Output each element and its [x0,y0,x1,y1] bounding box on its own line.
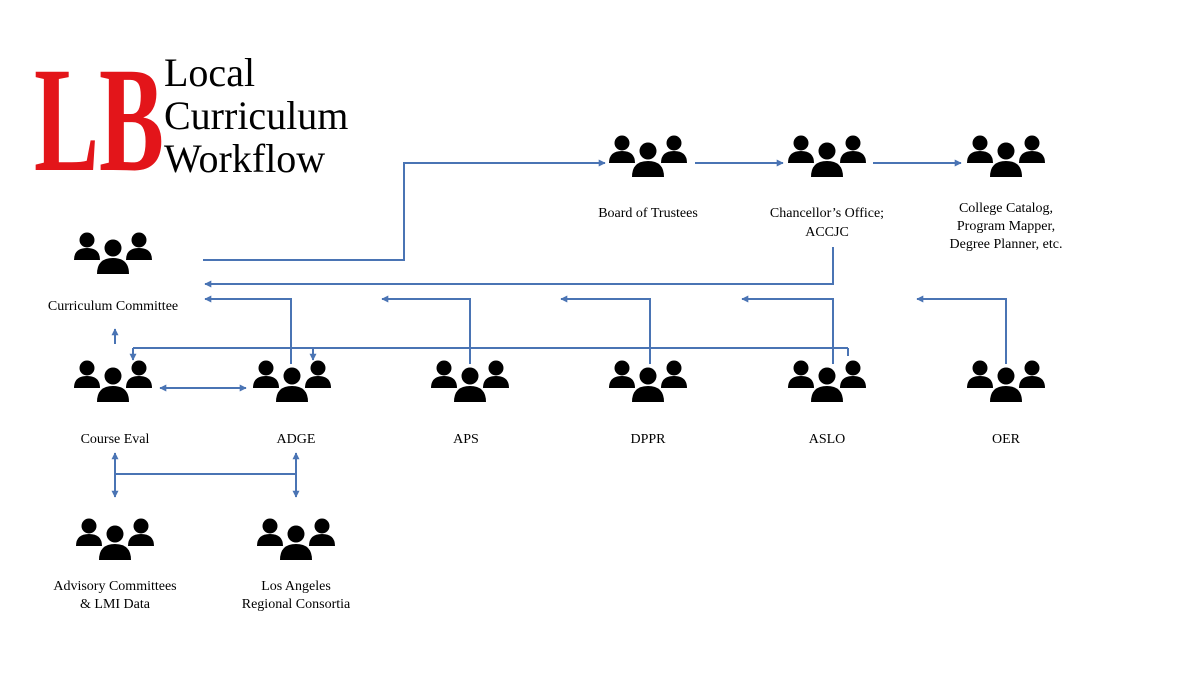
title-line-2: Curriculum [164,93,348,138]
node-aslo: ASLO [788,360,866,447]
node-advisory-committees: Advisory Committees & LMI Data [53,518,177,612]
connector-oer-to-line [916,295,1007,364]
lb-logo-text: LB [34,37,164,203]
node-adge: ADGE [253,360,331,447]
node-dppr: DPPR [609,360,687,447]
node-oer: OER [967,360,1045,447]
node-label: APS [453,432,479,447]
connector-adge-to-committee [204,295,292,364]
group-icon [967,135,1045,177]
nodes: Curriculum Committee Board of Trustees C… [48,135,1063,612]
group-icon [788,360,866,402]
node-label: Curriculum Committee [48,299,178,314]
lb-logo: LB [34,37,164,203]
group-icon [431,360,509,402]
node-label: Course Eval [81,432,150,447]
node-course-eval: Course Eval [74,360,152,447]
group-icon [76,518,154,560]
group-icon [967,360,1045,402]
node-label: ADGE [277,432,316,447]
node-label-line-2: Regional Consortia [242,597,351,612]
connector-aps-to-line [381,295,471,364]
group-icon [609,360,687,402]
node-label-line-2: Program Mapper, [957,219,1055,234]
node-label-line-1: College Catalog, [959,201,1053,216]
group-icon [74,360,152,402]
node-label-line-1: Los Angeles [261,579,331,594]
title-line-3: Workflow [164,136,325,181]
node-label: ASLO [809,432,846,447]
group-icon [788,135,866,177]
group-icon [257,518,335,560]
group-icon [253,360,331,402]
node-label-line-2: ACCJC [805,225,849,240]
connector-chancellor-to-committee [204,247,834,288]
node-aps: APS [431,360,509,447]
node-label: DPPR [630,432,666,447]
title-line-1: Local [164,50,255,95]
node-label: Board of Trustees [598,206,698,221]
connector-aslo-to-line [741,295,834,364]
connectors [111,159,1007,498]
node-board-of-trustees: Board of Trustees [598,135,698,221]
node-label-line-2: & LMI Data [80,597,151,612]
group-icon [74,232,152,274]
node-la-regional-consortia: Los Angeles Regional Consortia [242,518,351,612]
node-label-line-3: Degree Planner, etc. [950,237,1063,252]
connector-committee-to-board [203,159,606,261]
node-label-line-1: Chancellor’s Office; [770,206,884,221]
node-college-catalog: College Catalog, Program Mapper, Degree … [950,135,1063,252]
node-chancellors-office: Chancellor’s Office; ACCJC [770,135,884,240]
node-label-line-1: Advisory Committees [53,579,176,594]
connector-dppr-to-line [560,295,651,364]
node-curriculum-committee: Curriculum Committee [48,232,178,314]
node-label: OER [992,432,1021,447]
group-icon [609,135,687,177]
